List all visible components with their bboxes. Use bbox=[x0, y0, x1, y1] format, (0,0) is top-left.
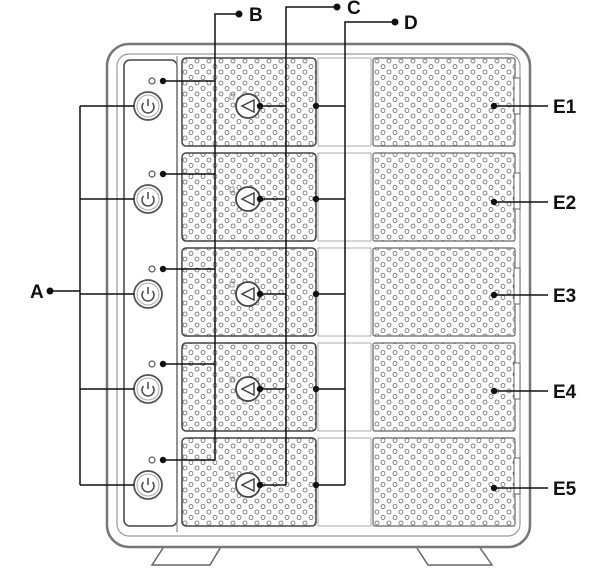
lock-icon bbox=[229, 472, 235, 479]
tray-latch bbox=[513, 362, 521, 400]
callout-a-label: A bbox=[30, 282, 44, 303]
lock-icon bbox=[229, 281, 235, 288]
tray-latch bbox=[513, 267, 521, 305]
triangle-icon bbox=[240, 98, 255, 114]
status-led-4 bbox=[148, 360, 156, 368]
connector-c-dot bbox=[256, 385, 264, 393]
callout-c-label: C bbox=[347, 0, 361, 19]
drive-bay-3 bbox=[133, 247, 521, 337]
connector-c-dot bbox=[256, 195, 264, 203]
status-led-1 bbox=[148, 77, 156, 85]
drive-bay-5 bbox=[133, 437, 521, 527]
callout-e4-label: E4 bbox=[553, 382, 577, 403]
connector-b-dot bbox=[159, 170, 167, 178]
lock-icon bbox=[229, 93, 235, 100]
lock-icon bbox=[229, 186, 235, 193]
tray-body bbox=[372, 57, 516, 147]
triangle-icon bbox=[240, 477, 255, 493]
tray-body bbox=[372, 437, 516, 527]
connector-e-dot bbox=[490, 198, 498, 206]
connector-e-dot bbox=[490, 102, 498, 110]
triangle-icon bbox=[240, 191, 255, 207]
connector-c-dot bbox=[256, 290, 264, 298]
connector-d-dot bbox=[312, 481, 320, 489]
connector-d-dot bbox=[312, 290, 320, 298]
callout-e3-label: E3 bbox=[553, 286, 576, 307]
connector-b-dot bbox=[159, 265, 167, 273]
callout-a: A bbox=[30, 282, 54, 303]
connector-d-dot bbox=[312, 385, 320, 393]
tray-latch bbox=[513, 457, 521, 495]
callout-e5-label: E5 bbox=[553, 479, 577, 500]
trunk-b bbox=[214, 13, 239, 460]
lock-icon bbox=[229, 376, 235, 383]
connector-c-dot bbox=[256, 102, 264, 110]
drive-bay-4 bbox=[133, 342, 521, 432]
power-icon bbox=[141, 195, 155, 207]
trunk-c bbox=[285, 6, 337, 485]
connector-d-dot bbox=[312, 102, 320, 110]
tray-latch bbox=[513, 172, 521, 210]
connector-e-dot bbox=[490, 387, 498, 395]
power-icon bbox=[141, 385, 155, 397]
connector-d-dot bbox=[312, 195, 320, 203]
callout-d: D bbox=[391, 13, 418, 34]
callout-d-label: D bbox=[404, 13, 418, 34]
callout-c: C bbox=[333, 0, 361, 19]
status-led-2 bbox=[148, 170, 156, 178]
trunk-d bbox=[344, 21, 395, 485]
connector-b-dot bbox=[159, 456, 167, 464]
power-icon bbox=[141, 481, 155, 493]
connector-e-dot bbox=[490, 484, 498, 492]
callout-b-label: B bbox=[249, 5, 263, 26]
callout-e2-label: E2 bbox=[553, 193, 576, 214]
callout-b: B bbox=[235, 5, 263, 26]
callout-e1-label: E1 bbox=[553, 97, 577, 118]
power-icon bbox=[141, 290, 155, 302]
drive-bay-1 bbox=[133, 57, 521, 147]
tray-body bbox=[372, 152, 516, 242]
connector-c-dot bbox=[256, 481, 264, 489]
connector-e-dot bbox=[490, 291, 498, 299]
status-led-3 bbox=[148, 265, 156, 273]
triangle-icon bbox=[240, 381, 255, 397]
connector-b-dot bbox=[159, 77, 167, 85]
drive-bay-2 bbox=[133, 152, 521, 242]
connector-b-dot bbox=[159, 360, 167, 368]
status-led-5 bbox=[148, 456, 156, 464]
power-icon bbox=[141, 102, 155, 114]
tray-body bbox=[372, 342, 516, 432]
tray-latch bbox=[513, 77, 521, 115]
triangle-icon bbox=[240, 286, 255, 302]
